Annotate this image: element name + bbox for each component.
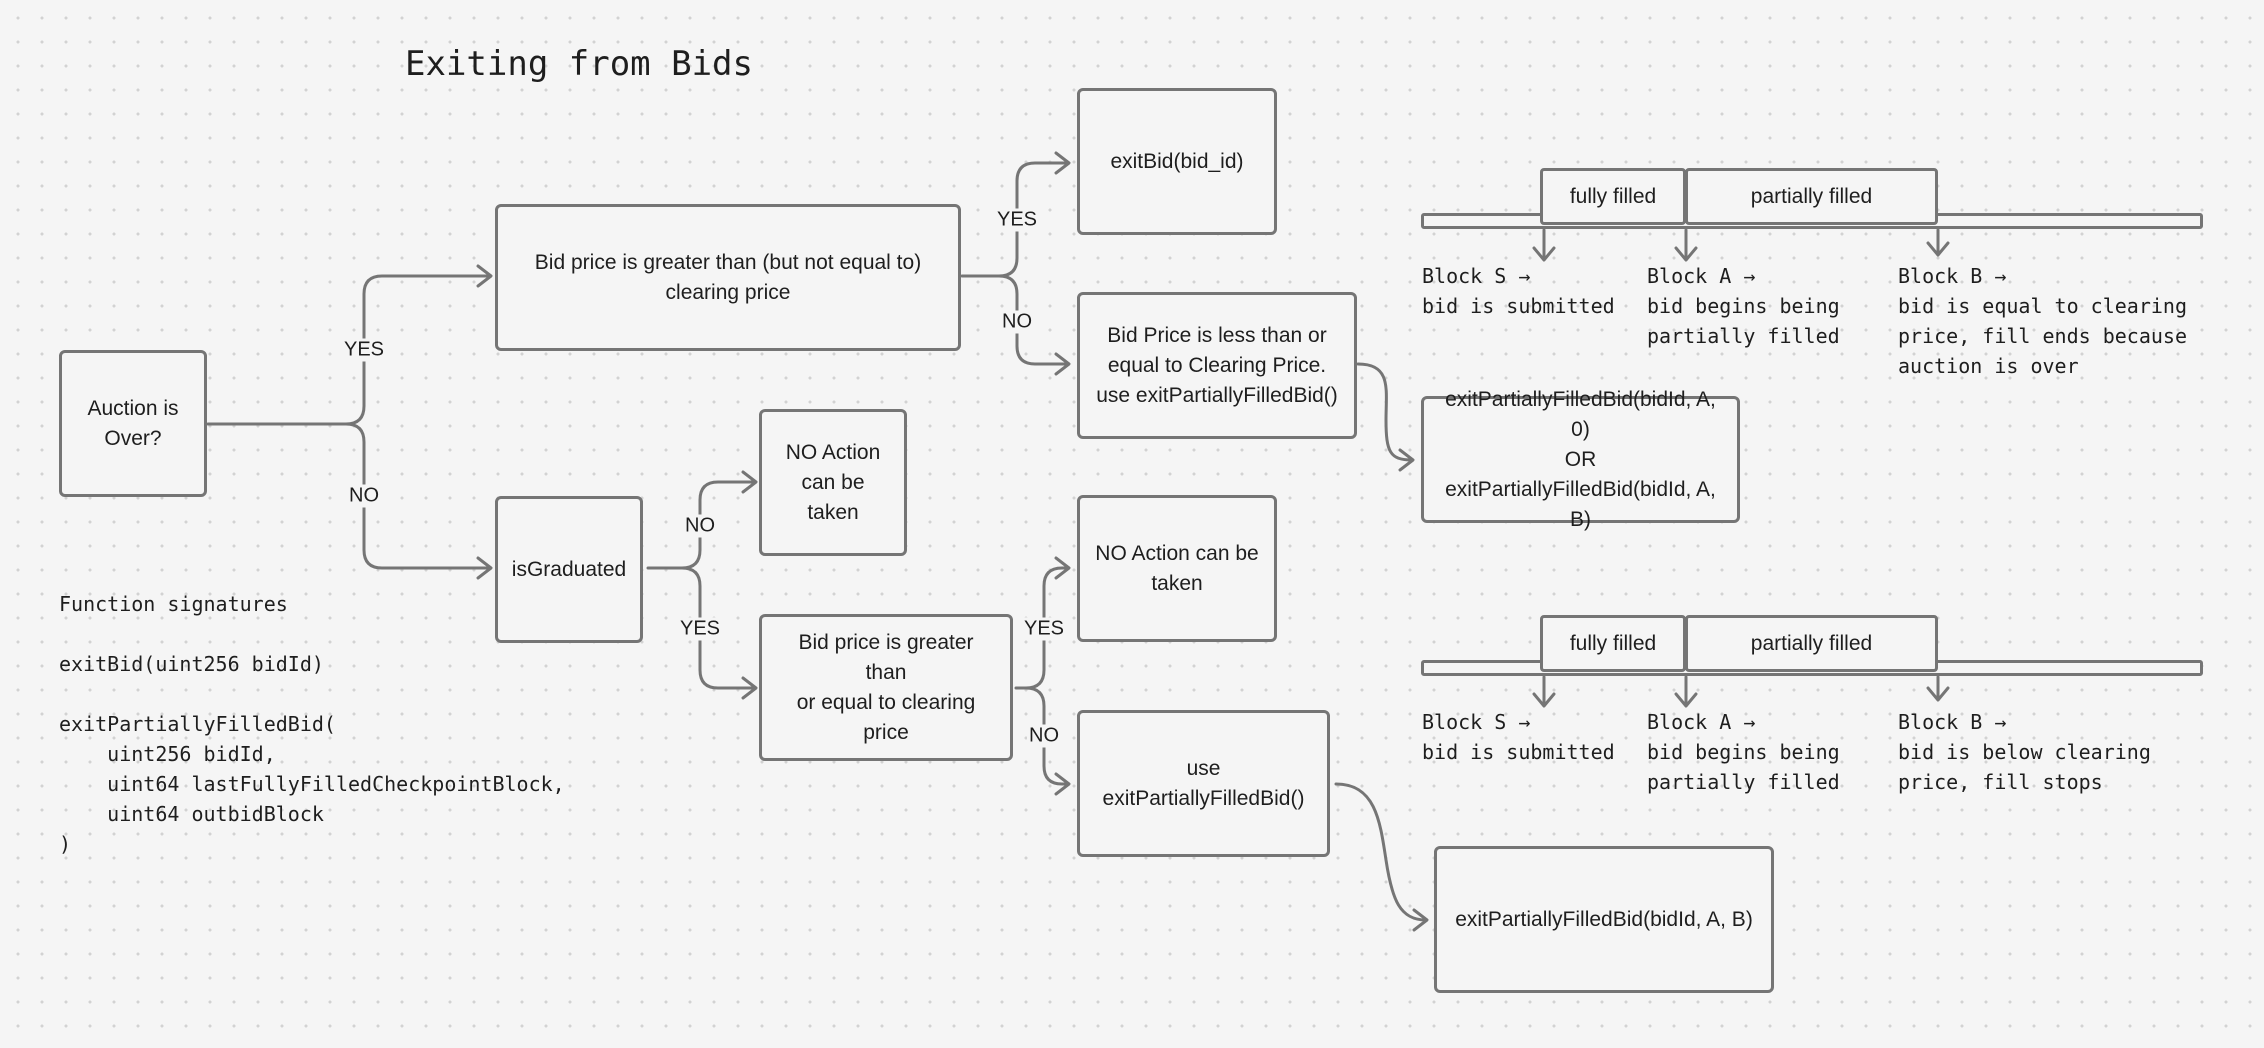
node-no-action-2: NO Action can be taken xyxy=(1077,495,1277,642)
timeline-2-block-b: Block B → bid is below clearing price, f… xyxy=(1898,710,2151,794)
timeline-1-fully-filled: fully filled xyxy=(1540,168,1686,225)
timeline-2-fully-filled: fully filled xyxy=(1540,615,1686,672)
edge-graduated-yes xyxy=(680,566,757,690)
edge-label-auction-no: NO xyxy=(347,484,381,508)
node-price-greater-equal: Bid price is greater than or equal to cl… xyxy=(759,614,1013,761)
timeline-2-arrowhead-s xyxy=(1532,692,1556,708)
timeline-1-block-s: Block S → bid is submitted xyxy=(1422,264,1615,318)
edge-label-price-yes: YES xyxy=(994,208,1040,232)
node-no-action-1: NO Action can be taken xyxy=(759,409,907,556)
timeline-2-block-s: Block S → bid is submitted xyxy=(1422,710,1615,764)
node-result-top: exitPartiallyFilledBid(bidId, A, 0) OR e… xyxy=(1421,388,1740,531)
edge-label-auction-yes: YES xyxy=(341,338,387,362)
edge-less-equal-to-result xyxy=(1356,362,1414,462)
timeline-1-block-b: Block B → bid is equal to clearing price… xyxy=(1898,264,2187,378)
node-is-graduated: isGraduated xyxy=(495,496,643,643)
function-signatures: Function signatures exitBid(uint256 bidI… xyxy=(59,592,565,856)
node-auction-over: Auction is Over? xyxy=(59,350,207,497)
arrowhead-no-action-1 xyxy=(741,470,758,494)
node-price-less-equal: Bid Price is less than or equal to Clear… xyxy=(1077,292,1357,439)
edge-label-graduated-no: NO xyxy=(683,514,717,538)
edge-label-price-no: NO xyxy=(1000,310,1034,334)
arrowhead-result-top xyxy=(1398,448,1415,472)
timeline-1-arrowhead-s xyxy=(1532,246,1556,262)
edge-label-graduated-yes: YES xyxy=(677,617,723,641)
edge-price-greater-no xyxy=(997,274,1070,366)
timeline-1-arrowhead-a xyxy=(1674,246,1698,262)
edge-label-greater-equal-yes: YES xyxy=(1021,617,1067,641)
arrowhead-price-greater xyxy=(476,264,493,288)
node-exit-bid: exitBid(bid_id) xyxy=(1077,88,1277,235)
arrowhead-result-bottom xyxy=(1412,908,1429,932)
timeline-2-partially-filled: partially filled xyxy=(1685,615,1938,672)
arrowhead-no-action-2 xyxy=(1054,556,1071,580)
node-result-bottom: exitPartiallyFilledBid(bidId, A, B) xyxy=(1434,846,1774,993)
edge-use-partial-to-result xyxy=(1334,782,1428,922)
arrowhead-use-partial xyxy=(1054,772,1071,796)
arrowhead-greater-equal xyxy=(741,676,758,700)
node-price-greater: Bid price is greater than (but not equal… xyxy=(495,204,961,351)
timeline-1-arrowhead-b xyxy=(1926,241,1950,257)
timeline-1-block-a: Block A → bid begins being partially fil… xyxy=(1647,264,1840,348)
arrowhead-less-equal xyxy=(1054,352,1071,376)
node-use-partial: use exitPartiallyFilledBid() xyxy=(1077,710,1330,857)
edge-greater-equal-no xyxy=(1024,686,1070,786)
timeline-2-arrowhead-a xyxy=(1674,692,1698,708)
timeline-2-arrowhead-b xyxy=(1926,686,1950,702)
timeline-2-block-a: Block A → bid begins being partially fil… xyxy=(1647,710,1840,794)
edge-label-greater-equal-no: NO xyxy=(1027,724,1061,748)
timeline-1-partially-filled: partially filled xyxy=(1685,168,1938,225)
diagram-title: Exiting from Bids xyxy=(405,44,753,84)
arrowhead-exit-bid xyxy=(1054,151,1071,175)
edge-auction-no-branch xyxy=(344,422,492,570)
arrowhead-is-graduated xyxy=(476,556,493,580)
